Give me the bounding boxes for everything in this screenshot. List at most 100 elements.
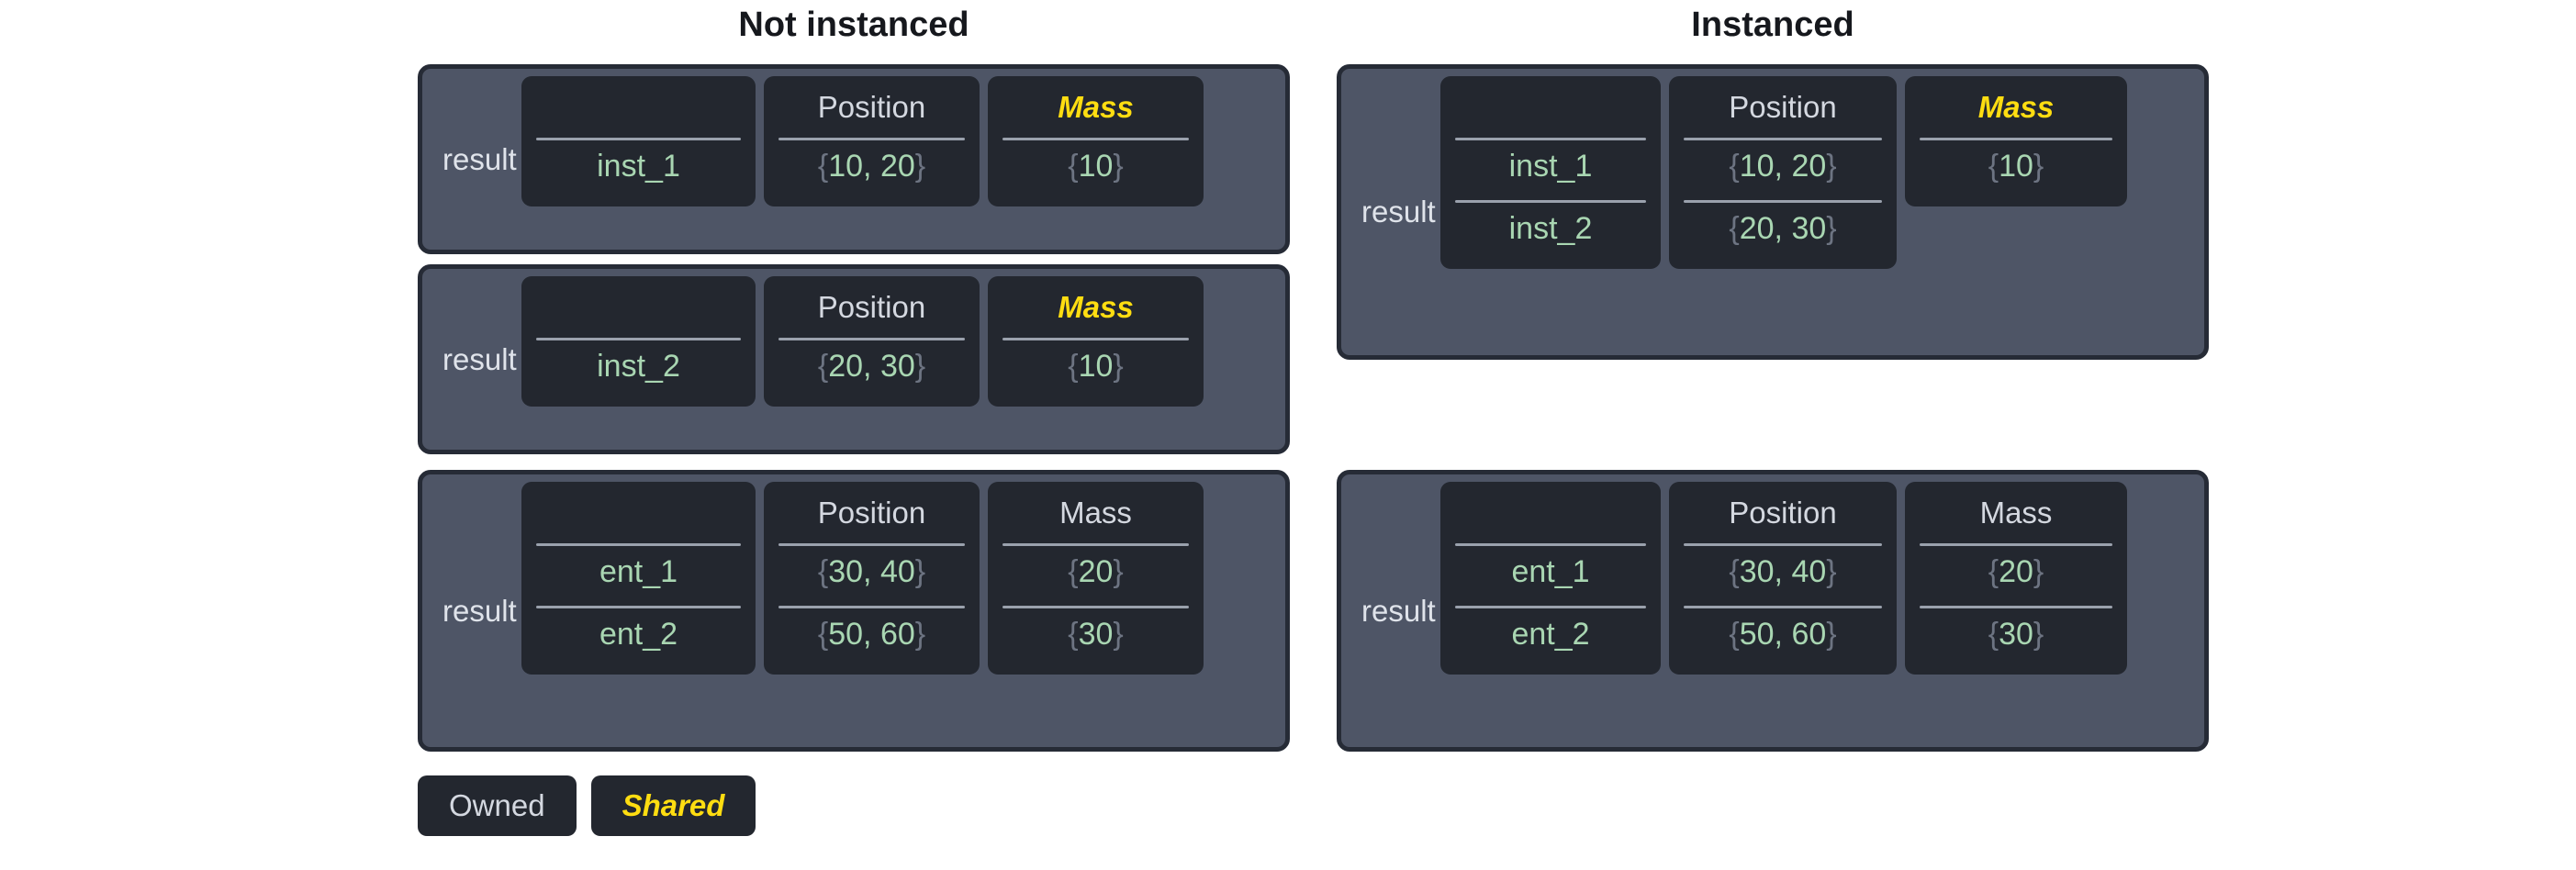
brace-close: }: [2033, 617, 2044, 652]
table-cell: {10, 20}: [817, 149, 926, 184]
column-header: Position: [1729, 90, 1837, 124]
table-cell: {30}: [1988, 617, 2044, 652]
table-cell: ent_1: [1511, 554, 1590, 589]
table-cell: {10}: [1068, 149, 1124, 184]
brace-close: }: [1113, 617, 1124, 652]
column-header: [536, 285, 741, 329]
table-cell: {10}: [1988, 149, 2044, 184]
brace-open: {: [817, 349, 829, 384]
column-name: inst_2: [521, 276, 756, 407]
row-divider: [536, 606, 741, 608]
brace-close: }: [1113, 349, 1124, 384]
column-header: Mass: [1979, 496, 2053, 530]
table-cell: {30, 40}: [817, 554, 926, 589]
brace-close: }: [1826, 149, 1837, 184]
table-cell: {20}: [1988, 554, 2044, 589]
brace-open: {: [1988, 149, 1999, 184]
table-cell: inst_2: [1508, 211, 1593, 246]
row-divider: [1002, 338, 1189, 340]
row-divider: [778, 606, 965, 608]
brace-open: {: [1729, 617, 1740, 652]
panel-title-not-instanced: Not instanced: [738, 6, 969, 44]
row-divider: [1684, 200, 1882, 203]
column-header: Mass: [1058, 90, 1134, 124]
column-header: [536, 85, 741, 129]
legend: Owned Shared: [418, 775, 756, 836]
column-position: Position{10, 20}{20, 30}: [1669, 76, 1897, 269]
column-header: Position: [817, 90, 926, 124]
brace-open: {: [1729, 149, 1740, 184]
row-divider: [778, 138, 965, 140]
table-cell: ent_2: [599, 617, 678, 652]
result-label: result: [442, 141, 517, 176]
table-cell: inst_1: [1508, 149, 1593, 184]
column-header: Mass: [1058, 290, 1134, 324]
table-cell: {50, 60}: [1729, 617, 1837, 652]
table-cell: {20}: [1068, 554, 1124, 589]
brace-close: }: [1826, 554, 1837, 589]
result-label: result: [1361, 195, 1436, 229]
row-divider: [1455, 543, 1646, 546]
result-label: result: [1361, 593, 1436, 628]
column-header: Position: [817, 290, 926, 324]
row-divider: [1684, 606, 1882, 608]
brace-close: }: [1826, 211, 1837, 246]
brace-close: }: [2033, 554, 2044, 589]
table-cell: {10}: [1068, 349, 1124, 384]
row-divider: [1455, 606, 1646, 608]
column-header: Mass: [1977, 90, 2055, 124]
column-header: [1455, 85, 1646, 129]
row-divider: [536, 138, 741, 140]
table-cell: {30}: [1068, 617, 1124, 652]
brace-open: {: [1988, 617, 1999, 652]
column-header: Position: [817, 496, 926, 530]
column-position: Position{30, 40}{50, 60}: [1669, 482, 1897, 675]
column-mass: Mass {10}: [988, 76, 1204, 206]
brace-close: }: [1113, 149, 1124, 184]
row-divider: [1455, 138, 1646, 140]
column-position: Position{20, 30}: [764, 276, 980, 407]
row-divider: [1920, 606, 2112, 608]
brace-open: {: [1068, 554, 1079, 589]
row-divider: [536, 338, 741, 340]
legend-chip-owned: Owned: [418, 775, 577, 836]
brace-close: }: [914, 349, 926, 384]
brace-open: {: [817, 617, 829, 652]
brace-close: }: [2033, 149, 2044, 184]
row-divider: [1455, 200, 1646, 203]
brace-open: {: [1068, 617, 1079, 652]
brace-open: {: [1068, 349, 1079, 384]
result-label: result: [442, 593, 517, 628]
brace-close: }: [1826, 617, 1837, 652]
legend-chip-shared: Shared: [590, 775, 756, 836]
row-divider: [1684, 138, 1882, 140]
brace-open: {: [1729, 211, 1740, 246]
brace-close: }: [914, 617, 926, 652]
table-cell: inst_1: [597, 149, 680, 184]
table-cell: {50, 60}: [817, 617, 926, 652]
result-table: result inst_1 Position {10, 20} Mass {10}: [418, 64, 1290, 254]
brace-close: }: [914, 149, 926, 184]
table-cell: {10, 20}: [1729, 149, 1837, 184]
brace-open: {: [817, 149, 829, 184]
column-header: [1455, 491, 1646, 535]
row-divider: [1002, 543, 1189, 546]
row-divider: [1920, 543, 2112, 546]
brace-open: {: [1988, 554, 1999, 589]
column-group: inst_1 Position {10, 20} Mass {10}: [521, 76, 1278, 206]
table-cell: {30, 40}: [1729, 554, 1837, 589]
column-position: Position {30, 40} {50, 60}: [764, 482, 980, 675]
column-name: inst_1 inst_2: [1440, 76, 1661, 269]
brace-close: }: [914, 554, 926, 589]
row-divider: [778, 338, 965, 340]
column-mass: Mass{20}{30}: [988, 482, 1204, 675]
brace-open: {: [817, 554, 829, 589]
